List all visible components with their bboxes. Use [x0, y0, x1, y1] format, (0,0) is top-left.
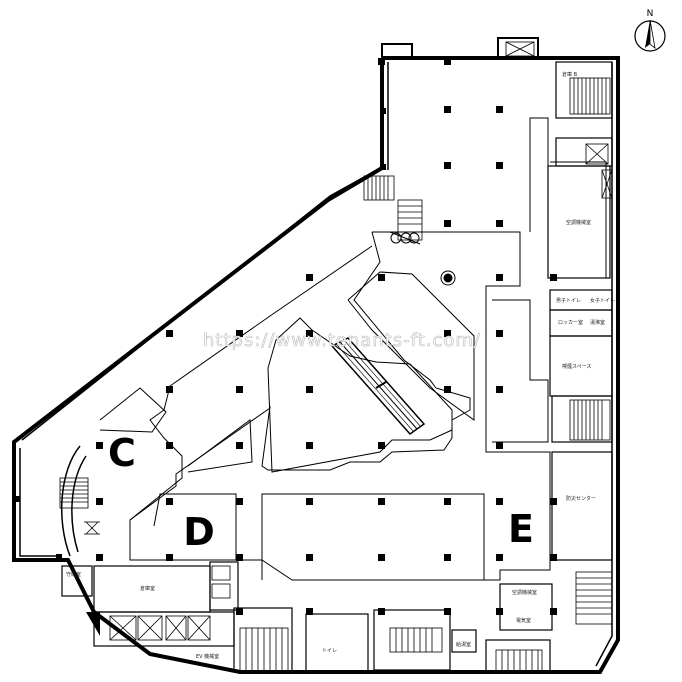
room-label: 守衛室	[66, 571, 81, 578]
room-label: EV 機械室	[196, 653, 219, 660]
room-label: 倉庫室	[140, 585, 155, 592]
columns	[14, 58, 557, 615]
outer-walls	[12, 37, 620, 674]
room-label: 空調機械室	[566, 219, 591, 226]
room-label: 喫煙スペース	[562, 363, 591, 370]
elevator-shafts	[84, 41, 613, 641]
room-label: トイレ	[322, 648, 337, 654]
room-label: 給湯室	[456, 641, 471, 648]
room-label: 空調機械室	[512, 589, 537, 596]
service-core-rooms	[61, 61, 613, 673]
room-label: 湯沸室	[590, 319, 605, 326]
entrance-doors	[389, 231, 421, 245]
inner-walls	[19, 62, 613, 667]
north-compass-icon: N	[634, 9, 666, 52]
escalators	[330, 337, 426, 436]
room-label: 防災センター	[566, 495, 596, 502]
zone-d-label: D	[183, 510, 215, 554]
room-label: ロッカー室	[558, 319, 583, 326]
room-labels: 倉庫 B 空調機械室 男子トイレ 女子トイレ ロッカー室 湯沸室 喫煙スペース …	[66, 71, 615, 660]
room-label: 倉庫 B	[562, 71, 578, 78]
room-label: 電気室	[516, 617, 531, 624]
north-label: N	[647, 9, 654, 19]
stairs	[59, 77, 613, 673]
zone-c-label: C	[108, 431, 136, 475]
watermark-text: https://www.tenants-ft.com/	[203, 330, 481, 351]
zone-e-label: E	[508, 507, 534, 551]
room-label: 女子トイレ	[590, 297, 615, 304]
room-label: 男子トイレ	[556, 297, 581, 304]
dark-feature	[86, 612, 100, 636]
